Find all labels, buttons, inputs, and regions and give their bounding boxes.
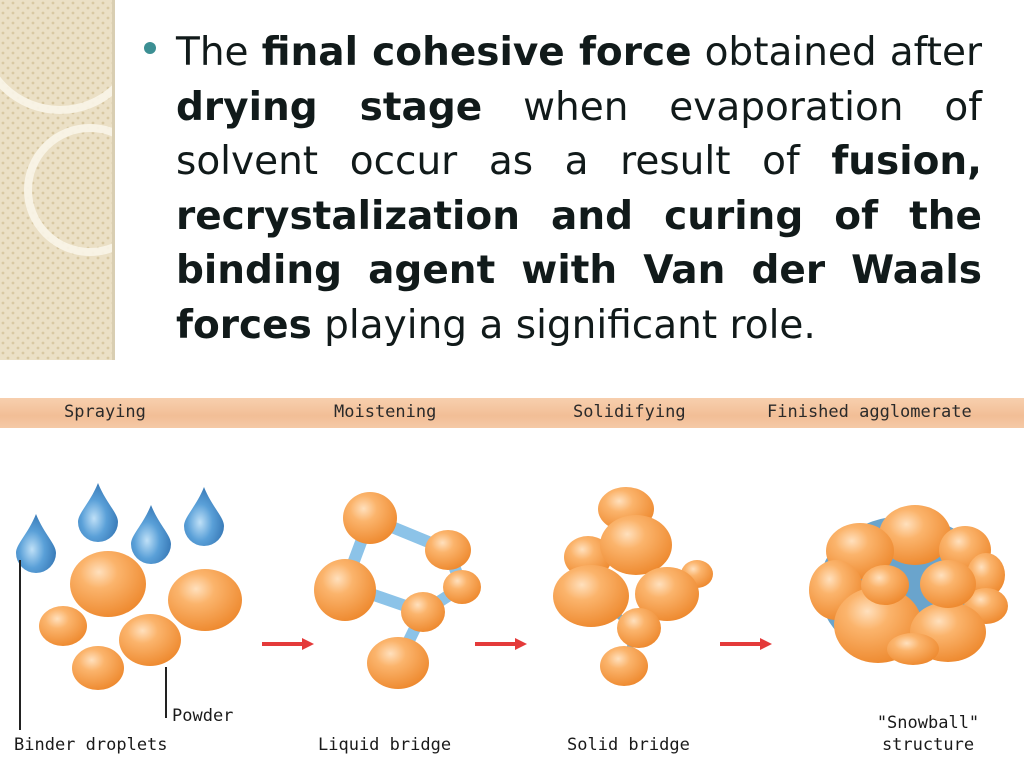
stage-header-bar — [0, 398, 1024, 428]
bullet-point — [144, 42, 156, 54]
snowball-structure — [809, 505, 1008, 665]
caption-snowball: "Snowball" — [876, 713, 980, 733]
stage-label-solidifying: Solidifying — [573, 402, 686, 422]
bold-segment-final-cohesive-force: final cohesive force — [261, 30, 692, 75]
decorative-side-panel — [0, 0, 112, 360]
agglomeration-diagram — [16, 483, 1008, 730]
stage-label-finished-agglomerate: Finished agglomerate — [767, 402, 972, 422]
text-segment: obtained after — [691, 30, 982, 75]
stage-label-spraying: Spraying — [64, 402, 146, 422]
droplet — [78, 483, 118, 542]
droplet — [131, 505, 171, 564]
bold-segment-drying-stage: drying stage — [176, 84, 483, 130]
binder-droplets — [16, 483, 224, 573]
process-arrows — [262, 638, 772, 650]
text-segment: when evaporation of solvent occur as a r… — [176, 84, 982, 185]
powder-particles — [39, 551, 242, 690]
text-segment: playing a significant role. — [311, 302, 816, 348]
decorative-divider — [112, 0, 115, 360]
bullet-paragraph: The final cohesive force obtained after … — [176, 26, 982, 353]
caption-structure: structure — [881, 735, 975, 755]
caption-liquid-bridge: Liquid bridge — [318, 735, 452, 755]
bold-segment-fusion: fusion, recrystalization and curing of t… — [176, 139, 982, 348]
caption-powder: Powder — [172, 706, 234, 726]
stage-label-moistening: Moistening — [334, 402, 437, 422]
liquid-bridge-cluster — [314, 492, 481, 689]
solid-bridge-cluster — [553, 487, 713, 686]
droplet — [16, 514, 56, 573]
caption-solid-bridge: Solid bridge — [567, 735, 690, 755]
text-segment: The — [176, 30, 262, 75]
decorative-circles — [0, 0, 112, 360]
caption-binder-droplets: Binder droplets — [14, 735, 168, 755]
droplet — [184, 487, 224, 546]
